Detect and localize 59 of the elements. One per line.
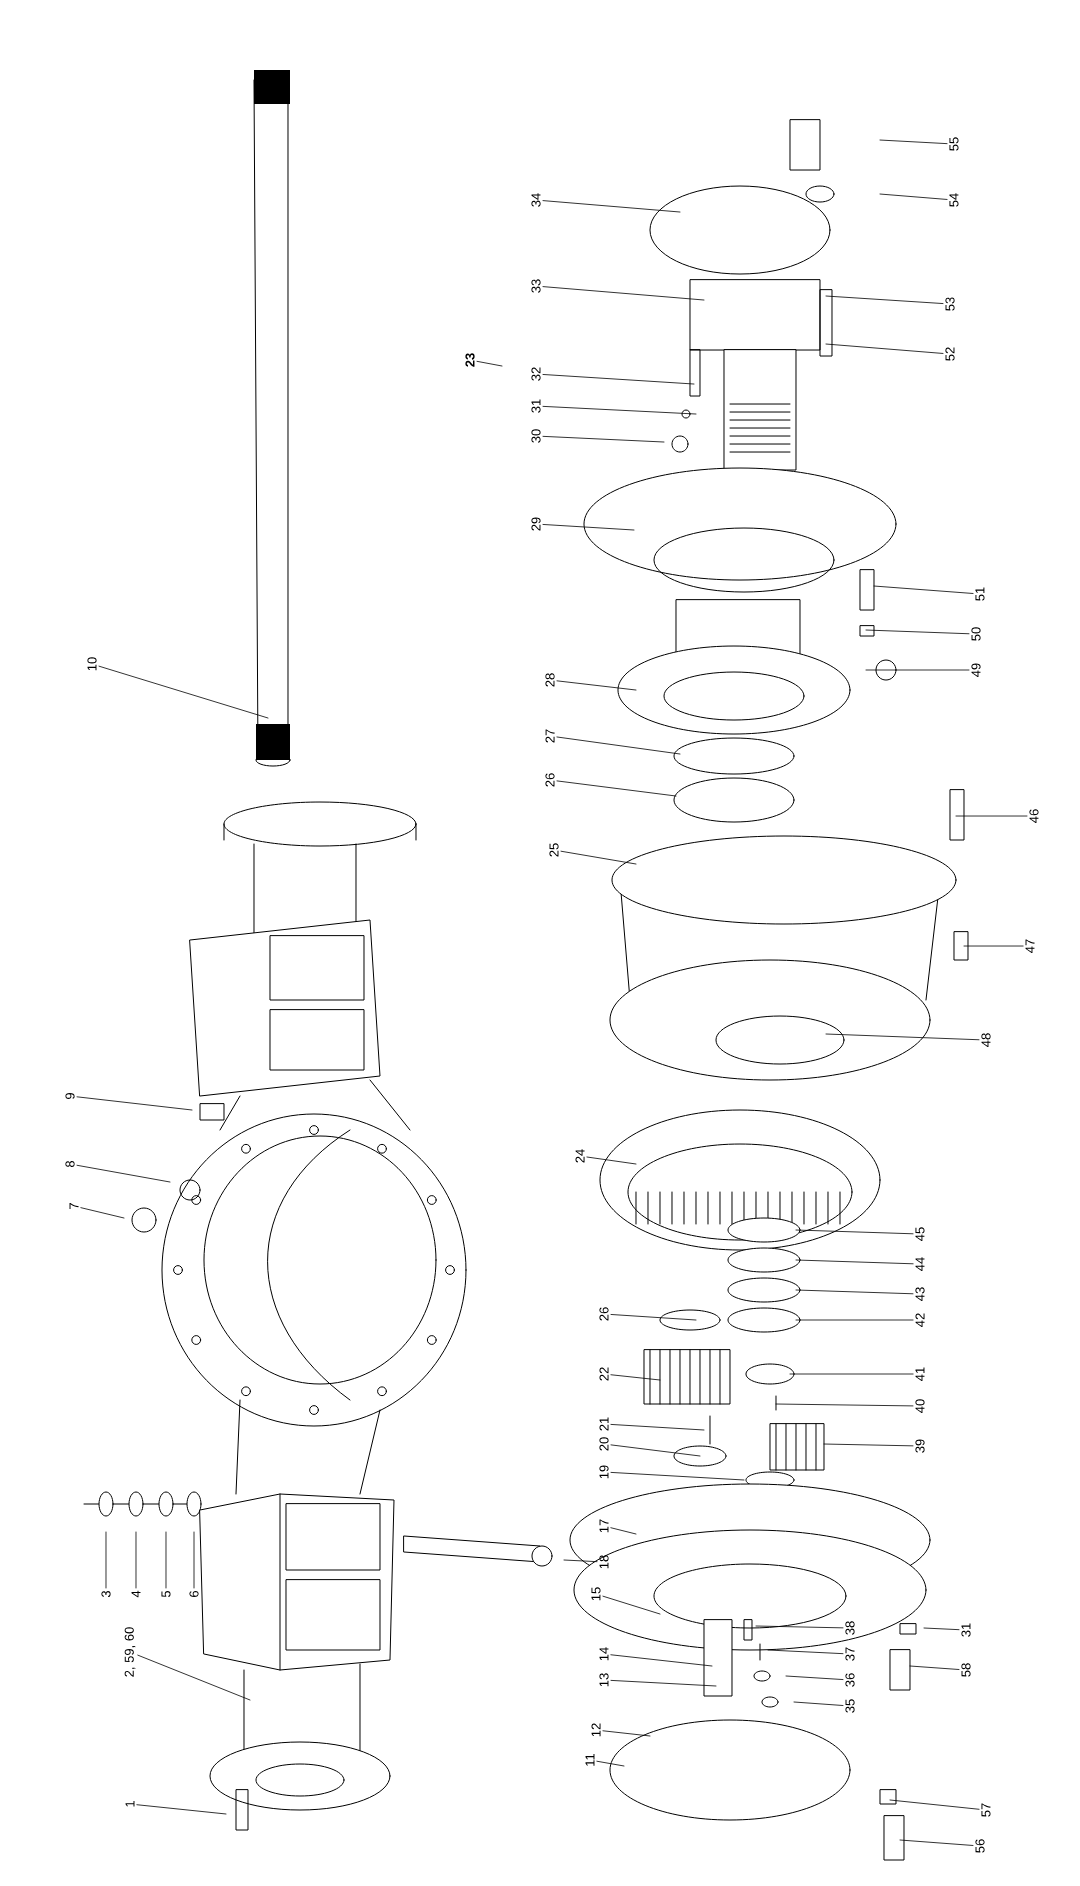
leader-line — [542, 374, 695, 385]
leader-line — [610, 1444, 701, 1457]
leader-line — [610, 1314, 697, 1321]
leader-line — [76, 1164, 171, 1183]
leader-line — [865, 629, 970, 635]
leader-line — [879, 193, 948, 200]
leader-line — [610, 1472, 745, 1481]
leader-line — [873, 585, 974, 594]
leader-line — [795, 1229, 914, 1235]
leader-line — [542, 200, 681, 213]
leader-line — [542, 435, 665, 443]
leader-line — [556, 736, 681, 755]
leader-line — [825, 295, 944, 304]
leader-line — [165, 1531, 167, 1589]
leader-line — [610, 1374, 661, 1381]
leader-line — [889, 1799, 980, 1810]
leader-line — [560, 850, 637, 865]
leader-line — [542, 524, 635, 531]
leader-line — [602, 1595, 661, 1615]
leader-line — [793, 1701, 844, 1706]
leader-line — [610, 1680, 717, 1687]
leader-line — [879, 139, 948, 145]
leader-line — [76, 1096, 193, 1111]
leader-line — [909, 1665, 960, 1670]
leader-line — [767, 1649, 844, 1655]
leader-line — [955, 815, 1028, 817]
leader-line — [795, 1259, 914, 1265]
leader-line — [136, 1804, 227, 1815]
leader-line — [98, 665, 269, 719]
leader-line — [476, 360, 503, 367]
leader-line — [825, 343, 944, 354]
leader-line — [542, 286, 705, 301]
leader-line — [556, 680, 637, 691]
leader-line — [823, 1443, 914, 1447]
leader-line — [563, 1559, 598, 1563]
leader-line — [542, 405, 697, 415]
leader-line — [795, 1319, 914, 1321]
leader-line — [923, 1627, 960, 1631]
leader-line — [789, 1373, 914, 1375]
leader-line — [899, 1839, 974, 1846]
leader-line — [137, 1654, 251, 1701]
leader-line — [610, 1527, 637, 1535]
leader-line — [586, 1156, 637, 1165]
leader-line — [785, 1675, 844, 1680]
leader-line — [193, 1531, 195, 1589]
leader-line — [135, 1531, 137, 1589]
leader-line — [596, 1760, 625, 1767]
leader-line — [755, 1625, 844, 1629]
leader-line — [602, 1730, 651, 1737]
leader-line — [865, 669, 970, 671]
leader-line — [825, 1033, 980, 1041]
leader-line — [610, 1424, 705, 1431]
leader-line — [775, 1403, 914, 1407]
leader-line — [610, 1654, 713, 1667]
leader-line — [105, 1531, 107, 1589]
leader-line — [795, 1289, 914, 1295]
leader-line — [556, 780, 677, 797]
leader-line — [963, 945, 1024, 947]
leader-line — [80, 1207, 125, 1219]
